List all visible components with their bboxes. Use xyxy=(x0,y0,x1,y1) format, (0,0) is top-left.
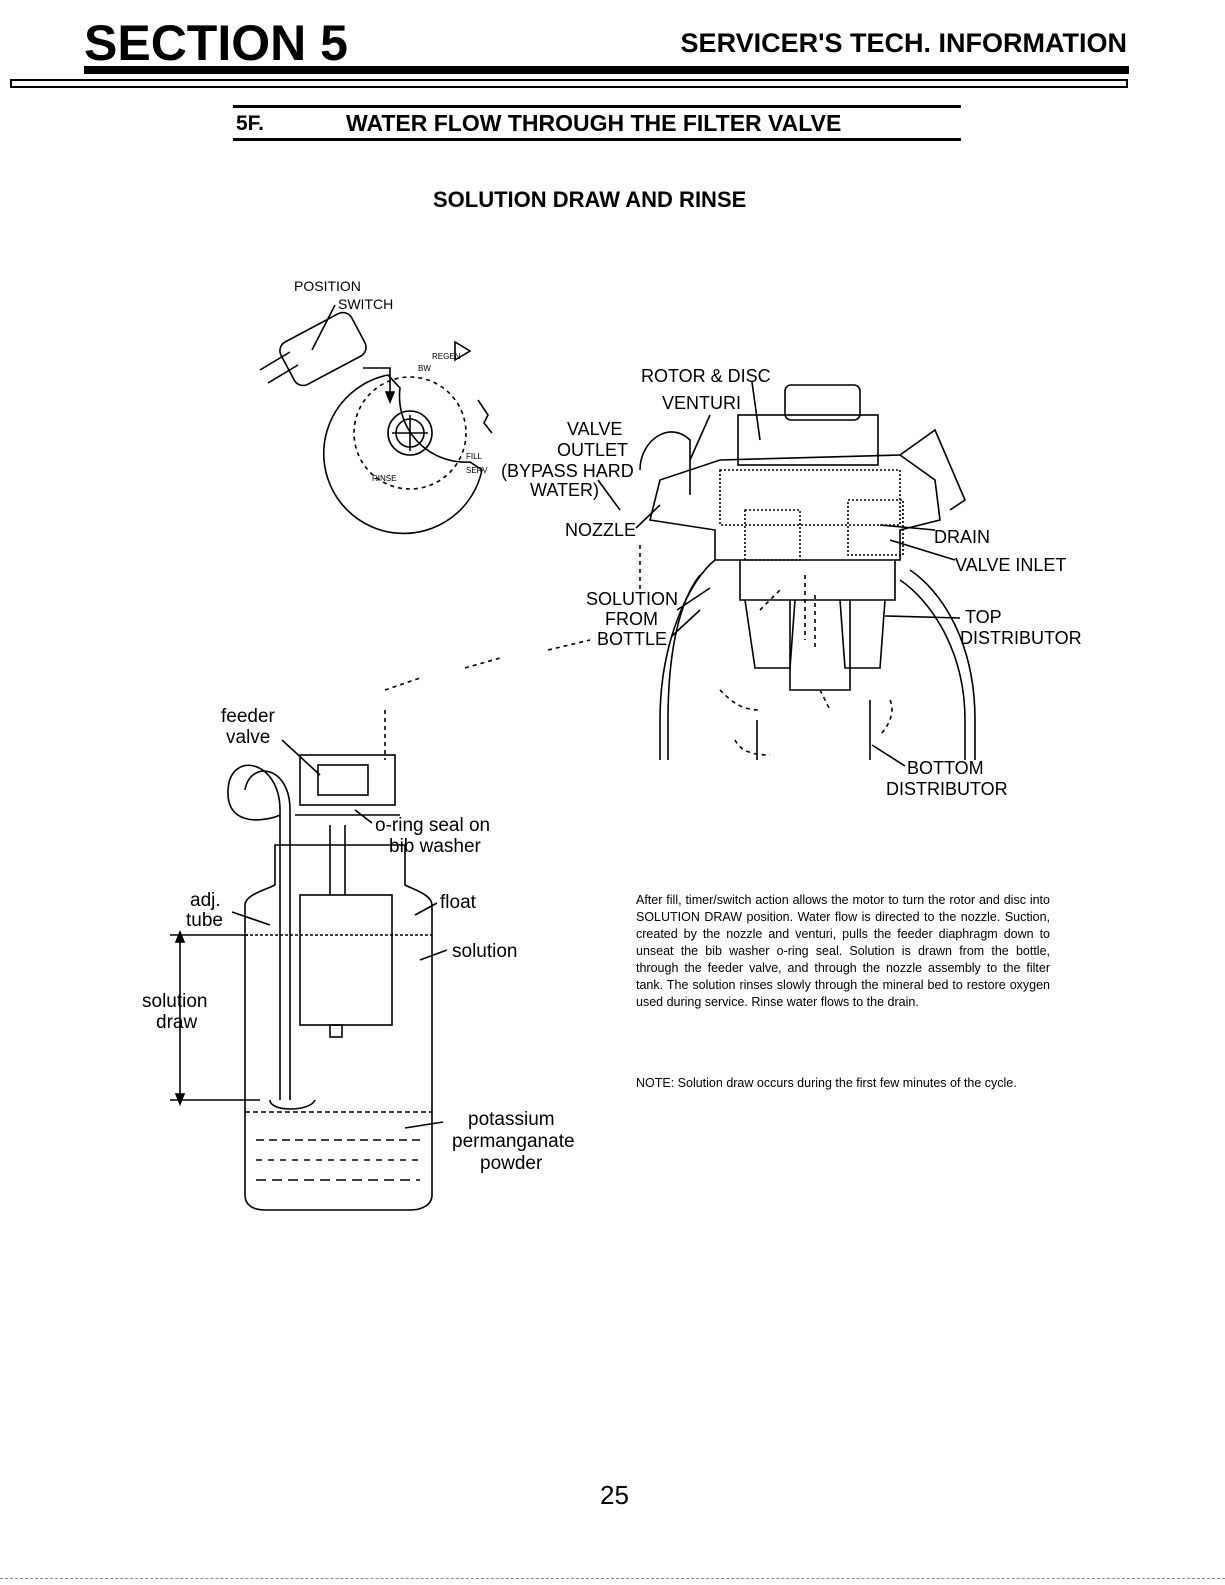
label-drain: DRAIN xyxy=(934,527,991,547)
label-venturi: VENTURI xyxy=(662,393,742,413)
bottle-icon xyxy=(227,754,433,1211)
label-water: WATER) xyxy=(530,480,599,500)
valve-head-icon xyxy=(639,384,966,561)
label-powder: powder xyxy=(480,1153,543,1174)
label-bib-washer: bib washer xyxy=(389,836,481,857)
label-solution-draw-1: solution xyxy=(142,991,208,1012)
label-feeder-valve: valve xyxy=(226,727,271,748)
label-solution: SOLUTION xyxy=(586,589,679,609)
header-rule-box-left xyxy=(10,79,12,88)
label-position: POSITION xyxy=(294,278,361,294)
label-dial-regen: REGEN xyxy=(432,352,461,361)
label-potassium: potassium xyxy=(468,1109,555,1130)
tank-icon xyxy=(659,559,976,760)
label-permanganate: permanganate xyxy=(452,1131,575,1152)
header-rule xyxy=(84,66,1129,74)
label-bottom-distributor: DISTRIBUTOR xyxy=(886,779,1008,799)
label-rotor-disc: ROTOR & DISC xyxy=(641,366,771,386)
label-top-distributor: DISTRIBUTOR xyxy=(960,628,1082,648)
heading-rule-top xyxy=(233,105,961,108)
label-dial-rinse: RINSE xyxy=(372,474,397,483)
label-bypass: (BYPASS HARD xyxy=(501,461,634,481)
label-adj: adj. xyxy=(190,890,221,911)
bottom-rule xyxy=(0,1578,1225,1579)
header-rule-box xyxy=(10,79,1128,88)
bottle-leaders xyxy=(170,739,448,1129)
label-dial-serv: SERV xyxy=(466,466,488,475)
timer-dial-icon xyxy=(322,340,493,535)
label-float: float xyxy=(440,892,476,913)
description-paragraph: After fill, timer/switch action allows t… xyxy=(636,893,1050,1009)
label-bottom: BOTTOM xyxy=(907,758,984,778)
label-valve: VALVE xyxy=(567,419,623,439)
label-tube: tube xyxy=(186,910,223,931)
page-number: 25 xyxy=(600,1480,629,1510)
heading-rule-bottom xyxy=(233,138,961,141)
flow-arrows xyxy=(384,545,893,760)
category-title: SERVICER'S TECH. INFORMATION xyxy=(680,28,1127,58)
label-valve-inlet: VALVE INLET xyxy=(955,555,1067,575)
label-nozzle: NOZZLE xyxy=(565,520,637,540)
label-outlet: OUTLET xyxy=(557,440,629,460)
leader-lines xyxy=(597,381,961,767)
subheading: SOLUTION DRAW AND RINSE xyxy=(433,187,747,212)
label-oring: o-ring seal on xyxy=(375,815,491,836)
label-bottle: BOTTLE xyxy=(597,629,668,649)
label-solution-level: solution xyxy=(452,941,518,962)
heading-title: WATER FLOW THROUGH THE FILTER VALVE xyxy=(346,110,842,136)
position-switch-icon xyxy=(259,304,396,405)
label-dial-fill: FILL xyxy=(466,452,483,461)
label-switch: SWITCH xyxy=(338,296,394,312)
heading-number: 5F. xyxy=(236,112,265,135)
label-solution-draw-2: draw xyxy=(156,1012,198,1033)
label-top: TOP xyxy=(965,607,1002,627)
label-dial-bw: BW xyxy=(418,364,431,373)
label-from: FROM xyxy=(605,609,658,629)
label-feeder: feeder xyxy=(221,706,275,727)
section-title: SECTION 5 xyxy=(84,15,348,71)
note-paragraph: NOTE: Solution draw occurs during the fi… xyxy=(636,1076,1017,1090)
